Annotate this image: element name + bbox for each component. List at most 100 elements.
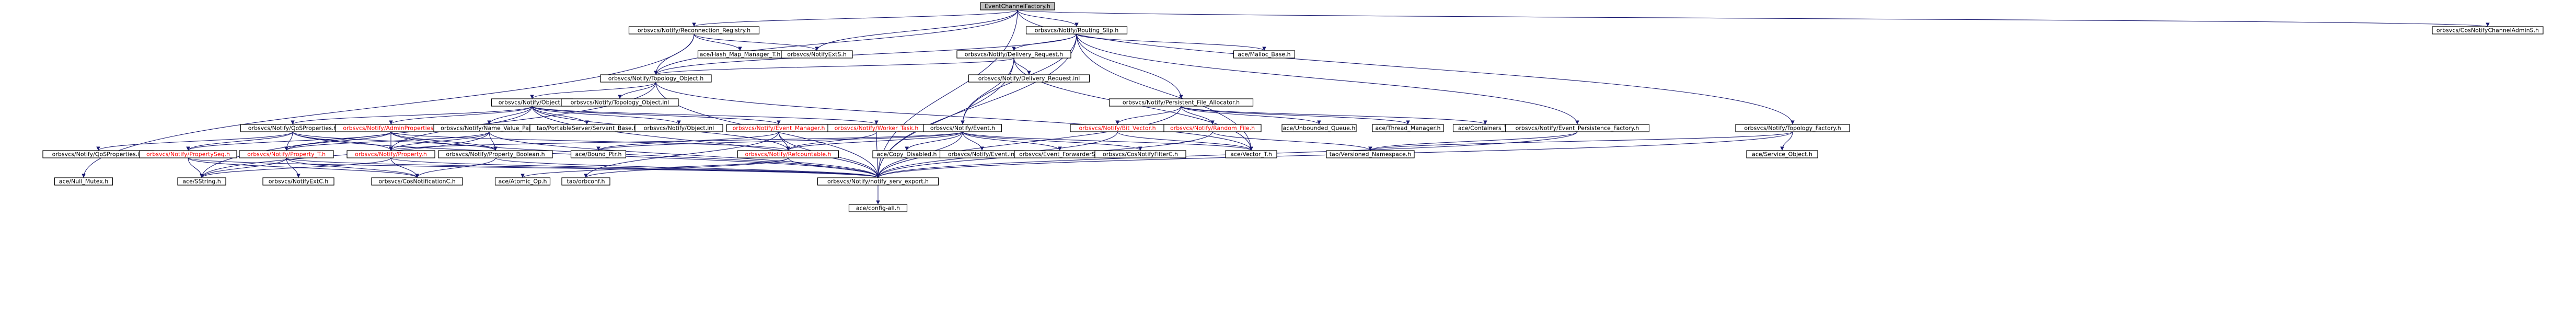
edge-event-to-prop	[389, 131, 963, 151]
node-orbsvcs-notify-property-t-h[interactable]: orbsvcs/Notify/Property_T.h	[239, 150, 334, 158]
node-ace-sstring-h[interactable]: ace/SString.h	[177, 177, 226, 186]
dependency-edge	[1076, 33, 1266, 51]
dependency-edge	[389, 131, 963, 151]
node-orbsvcs-notify-property-h[interactable]: orbsvcs/Notify/Property.h	[346, 150, 435, 158]
node-orbsvcs-notify-topology-object-h[interactable]: orbsvcs/Notify/Topology_Object.h	[600, 74, 712, 83]
node-orbsvcs-notify-refcountable-h[interactable]: orbsvcs/Notify/Refcountable.h	[737, 150, 839, 158]
dependency-edge	[487, 106, 533, 125]
node-box	[177, 177, 226, 186]
node-ace-malloc-base-h[interactable]: ace/Malloc_Base.h	[1233, 50, 1296, 59]
node-orbsvcs-notify-persistent-file-allocator-h[interactable]: orbsvcs/Notify/Persistent_File_Allocator…	[1108, 98, 1254, 107]
node-box	[561, 98, 679, 107]
node-box	[262, 177, 334, 186]
edge-pfa-to-bitvec	[1115, 106, 1182, 125]
node-orbsvcs-cosnotificationc-h[interactable]: orbsvcs/CosNotificationC.h	[371, 177, 463, 186]
node-ace-atomic-op-h[interactable]: ace/Atomic_Op.h	[494, 177, 551, 186]
dependency-edge	[694, 33, 819, 51]
node-orbsvcs-notify-delivery-request-inl[interactable]: orbsvcs/Notify/Delivery_Request.inl	[968, 74, 1090, 83]
dependency-edge	[200, 131, 490, 178]
node-box	[1225, 150, 1277, 158]
dependency-edge	[286, 157, 419, 178]
edge-routing-to-delivreq	[1012, 33, 1077, 51]
node-orbsvcs-notify-event-persistence-factory-h[interactable]: orbsvcs/Notify/Event_Persistence_Factory…	[1505, 124, 1650, 132]
dependency-edges	[82, 9, 2489, 204]
edge-propseq-to-export	[188, 157, 880, 178]
edge-root-to-notifyextS	[815, 9, 1018, 51]
dependency-edge	[389, 106, 533, 125]
node-orbsvcs-notify-reconnection-registry-h[interactable]: orbsvcs/Notify/Reconnection_Registry.h	[628, 26, 760, 35]
node-label: tao/PortableServer/Servant_Base.h	[537, 125, 637, 132]
edge-randfile-to-versns	[1212, 131, 1372, 151]
node-ace-null-mutex-h[interactable]: ace/Null_Mutex.h	[54, 177, 113, 186]
node-ace-copy-disabled-h[interactable]: ace/Copy_Disabled.h	[872, 150, 941, 158]
node-orbsvcs-notify-bit-vector-h[interactable]: orbsvcs/Notify/Bit_Vector.h	[1070, 124, 1165, 132]
node-box	[2432, 26, 2544, 35]
dependency-edge	[200, 157, 287, 178]
node-orbsvcs-notify-event-inl[interactable]: orbsvcs/Notify/Event.inl	[939, 150, 1025, 158]
node-ace-config-all-h[interactable]: ace/config-all.h	[848, 204, 908, 212]
node-orbsvcs-notify-object-h[interactable]: orbsvcs/Notify/Object.h	[491, 98, 573, 107]
dependency-edge	[1181, 106, 1215, 125]
edge-pfa-to-export	[876, 106, 1182, 178]
edge-reconn-to-notifyextS	[694, 33, 819, 51]
node-ace-thread-manager-h[interactable]: ace/Thread_Manager.h	[1372, 124, 1444, 132]
node-orbsvcs-notify-notify-serv-export-h[interactable]: orbsvcs/Notify/notify_serv_export.h	[817, 177, 939, 186]
node-ace-hash-map-manager-t-h[interactable]: ace/Hash_Map_Manager_T.h	[697, 50, 783, 59]
node-orbsvcs-notify-topology-factory-h[interactable]: orbsvcs/Notify/Topology_Factory.h	[1735, 124, 1850, 132]
dependency-edge	[1117, 131, 1253, 151]
node-orbsvcs-notify-topology-object-inl[interactable]: orbsvcs/Notify/Topology_Object.inl	[561, 98, 679, 107]
node-ace-service-object-h[interactable]: ace/Service_Object.h	[1746, 150, 1818, 158]
dependency-edge	[292, 131, 498, 151]
dependency-edge	[286, 157, 880, 178]
node-ace-unbounded-queue-h[interactable]: ace/Unbounded_Queue.h	[1281, 124, 1357, 132]
node-orbsvcs-notify-adminproperties-h[interactable]: orbsvcs/Notify/AdminProperties.h	[335, 124, 447, 132]
node-orbsvcs-notify-qosproperties-h[interactable]: orbsvcs/Notify/QoSProperties.h	[240, 124, 345, 132]
node-label: ace/Unbounded_Queue.h	[1283, 125, 1356, 132]
node-orbsvcs-notify-random-file-h[interactable]: orbsvcs/Notify/Random_File.h	[1163, 124, 1262, 132]
node-orbsvcs-cosnotifychanneladmins-h[interactable]: orbsvcs/CosNotifyChannelAdminS.h	[2432, 26, 2544, 35]
edge-root-to-export	[876, 9, 1018, 178]
dependency-edge	[618, 82, 656, 99]
node-ace-bound-ptr-h[interactable]: ace/Bound_Ptr.h	[570, 150, 627, 158]
node-tao-versioned-namespace-h[interactable]: tao/Versioned_Namespace.h	[1326, 150, 1415, 158]
node-orbsvcs-notify-name-value-pair-h[interactable]: orbsvcs/Notify/Name_Value_Pair.h	[433, 124, 545, 132]
node-tao-portableserver-servant-base-h[interactable]: tao/PortableServer/Servant_Base.h	[529, 124, 644, 132]
node-box	[634, 124, 723, 132]
edge-nvpair-to-propT	[284, 131, 490, 151]
edge-event-to-auto	[596, 131, 963, 151]
node-orbsvcs-notifyexts-h[interactable]: orbsvcs/NotifyExtS.h	[781, 50, 853, 59]
node-orbsvcs-notify-property-boolean-h[interactable]: orbsvcs/Notify/Property_Boolean.h	[438, 150, 553, 158]
node-box	[956, 50, 1071, 59]
node-orbsvcs-notify-delivery-request-h[interactable]: orbsvcs/Notify/Delivery_Request.h	[956, 50, 1071, 59]
node-orbsvcs-notify-event-manager-h[interactable]: orbsvcs/Notify/Event_Manager.h	[726, 124, 831, 132]
node-orbsvcs-event-forwarders-h[interactable]: orbsvcs/Event_ForwarderS.h	[1014, 150, 1106, 158]
node-tao-orbconf-h[interactable]: tao/orbconf.h	[561, 177, 610, 186]
node-orbsvcs-notifyextc-h[interactable]: orbsvcs/NotifyExtC.h	[262, 177, 334, 186]
dependency-edge	[655, 82, 1253, 151]
node-label: orbsvcs/Notify/Reconnection_Registry.h	[638, 27, 750, 34]
dependency-edge	[390, 157, 880, 178]
edge-topofac-to-versns	[1368, 131, 1793, 151]
dependency-edge	[532, 106, 879, 125]
node-orbsvcs-notify-propertyseq-h[interactable]: orbsvcs/Notify/PropertySeq.h	[139, 150, 237, 158]
dependency-edge	[489, 131, 498, 151]
node-eventchannelfactory-h[interactable]: EventChannelFactory.h	[980, 2, 1055, 10]
node-orbsvcs-notify-event-h[interactable]: orbsvcs/Notify/Event.h	[923, 124, 1002, 132]
edge-qos-to-propseq	[186, 131, 293, 151]
dependency-edge	[1115, 106, 1182, 125]
edge-routing-to-malloc	[1076, 33, 1266, 51]
node-orbsvcs-notify-worker-task-h[interactable]: orbsvcs/Notify/Worker_Task.h	[827, 124, 926, 132]
node-label: orbsvcs/Notify/QoSProperties.inl	[52, 151, 145, 158]
node-label: orbsvcs/Notify/Event_Persistence_Factory…	[1516, 125, 1639, 132]
node-orbsvcs-notify-object-inl[interactable]: orbsvcs/Notify/Object.inl	[634, 124, 723, 132]
edge-root-to-topo	[654, 9, 1018, 75]
edge-delivreq-to-event	[961, 58, 1014, 125]
dependency-edge	[1017, 9, 1079, 27]
node-orbsvcs-notify-routing-slip-h[interactable]: orbsvcs/Notify/Routing_Slip.h	[1025, 26, 1128, 35]
node-ace-vector-t-h[interactable]: ace/Vector_T.h	[1225, 150, 1277, 158]
node-orbsvcs-cosnotifyfilterc-h[interactable]: orbsvcs/CosNotifyFilterC.h	[1094, 150, 1186, 158]
edge-evpers-to-versns	[1368, 131, 1578, 151]
dependency-edge	[584, 157, 789, 178]
node-orbsvcs-notify-qosproperties-inl[interactable]: orbsvcs/Notify/QoSProperties.inl	[42, 150, 154, 158]
dependency-edge	[1181, 106, 1410, 125]
